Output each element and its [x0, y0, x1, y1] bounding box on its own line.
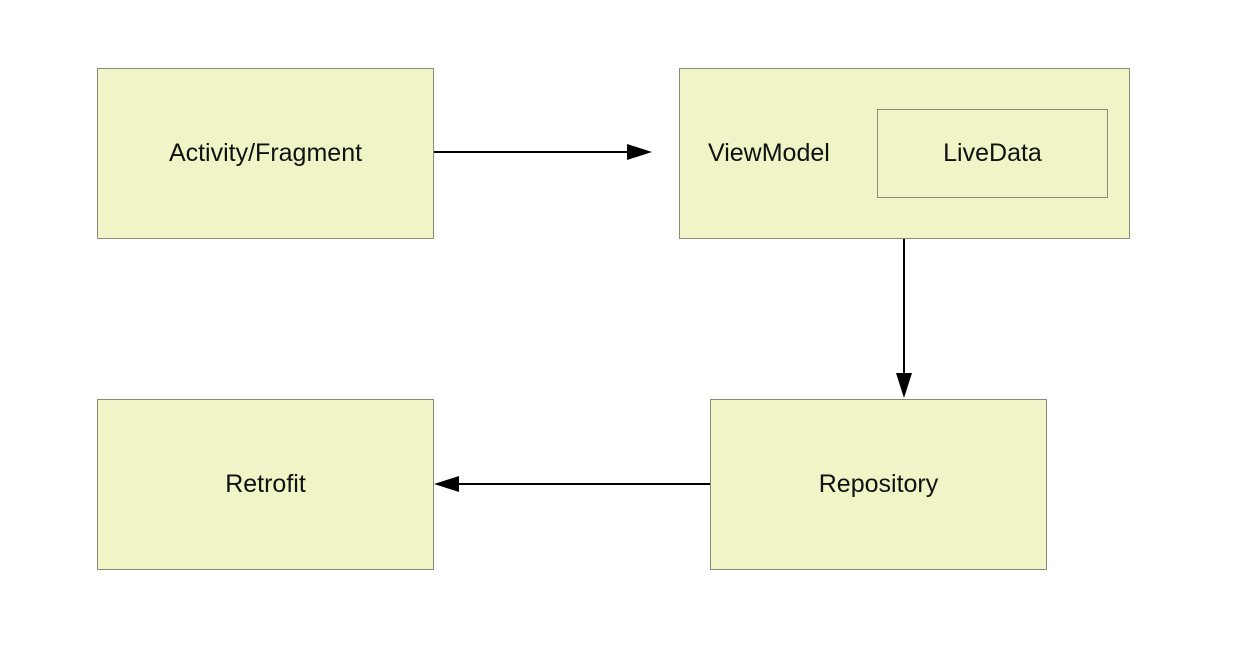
arrow-activity-to-viewmodel [434, 144, 652, 160]
retrofit-node: Retrofit [97, 399, 434, 570]
livedata-node: LiveData [877, 109, 1108, 198]
activity-fragment-node: Activity/Fragment [97, 68, 434, 239]
arrow-viewmodel-to-repository [896, 239, 912, 398]
activity-fragment-label: Activity/Fragment [168, 139, 363, 167]
repository-node: Repository [710, 399, 1047, 570]
livedata-label: LiveData [943, 139, 1042, 167]
retrofit-label: Retrofit [225, 470, 306, 498]
viewmodel-label: ViewModel [708, 139, 830, 167]
repository-label: Repository [818, 470, 939, 498]
arrow-repository-to-retrofit [434, 476, 710, 492]
